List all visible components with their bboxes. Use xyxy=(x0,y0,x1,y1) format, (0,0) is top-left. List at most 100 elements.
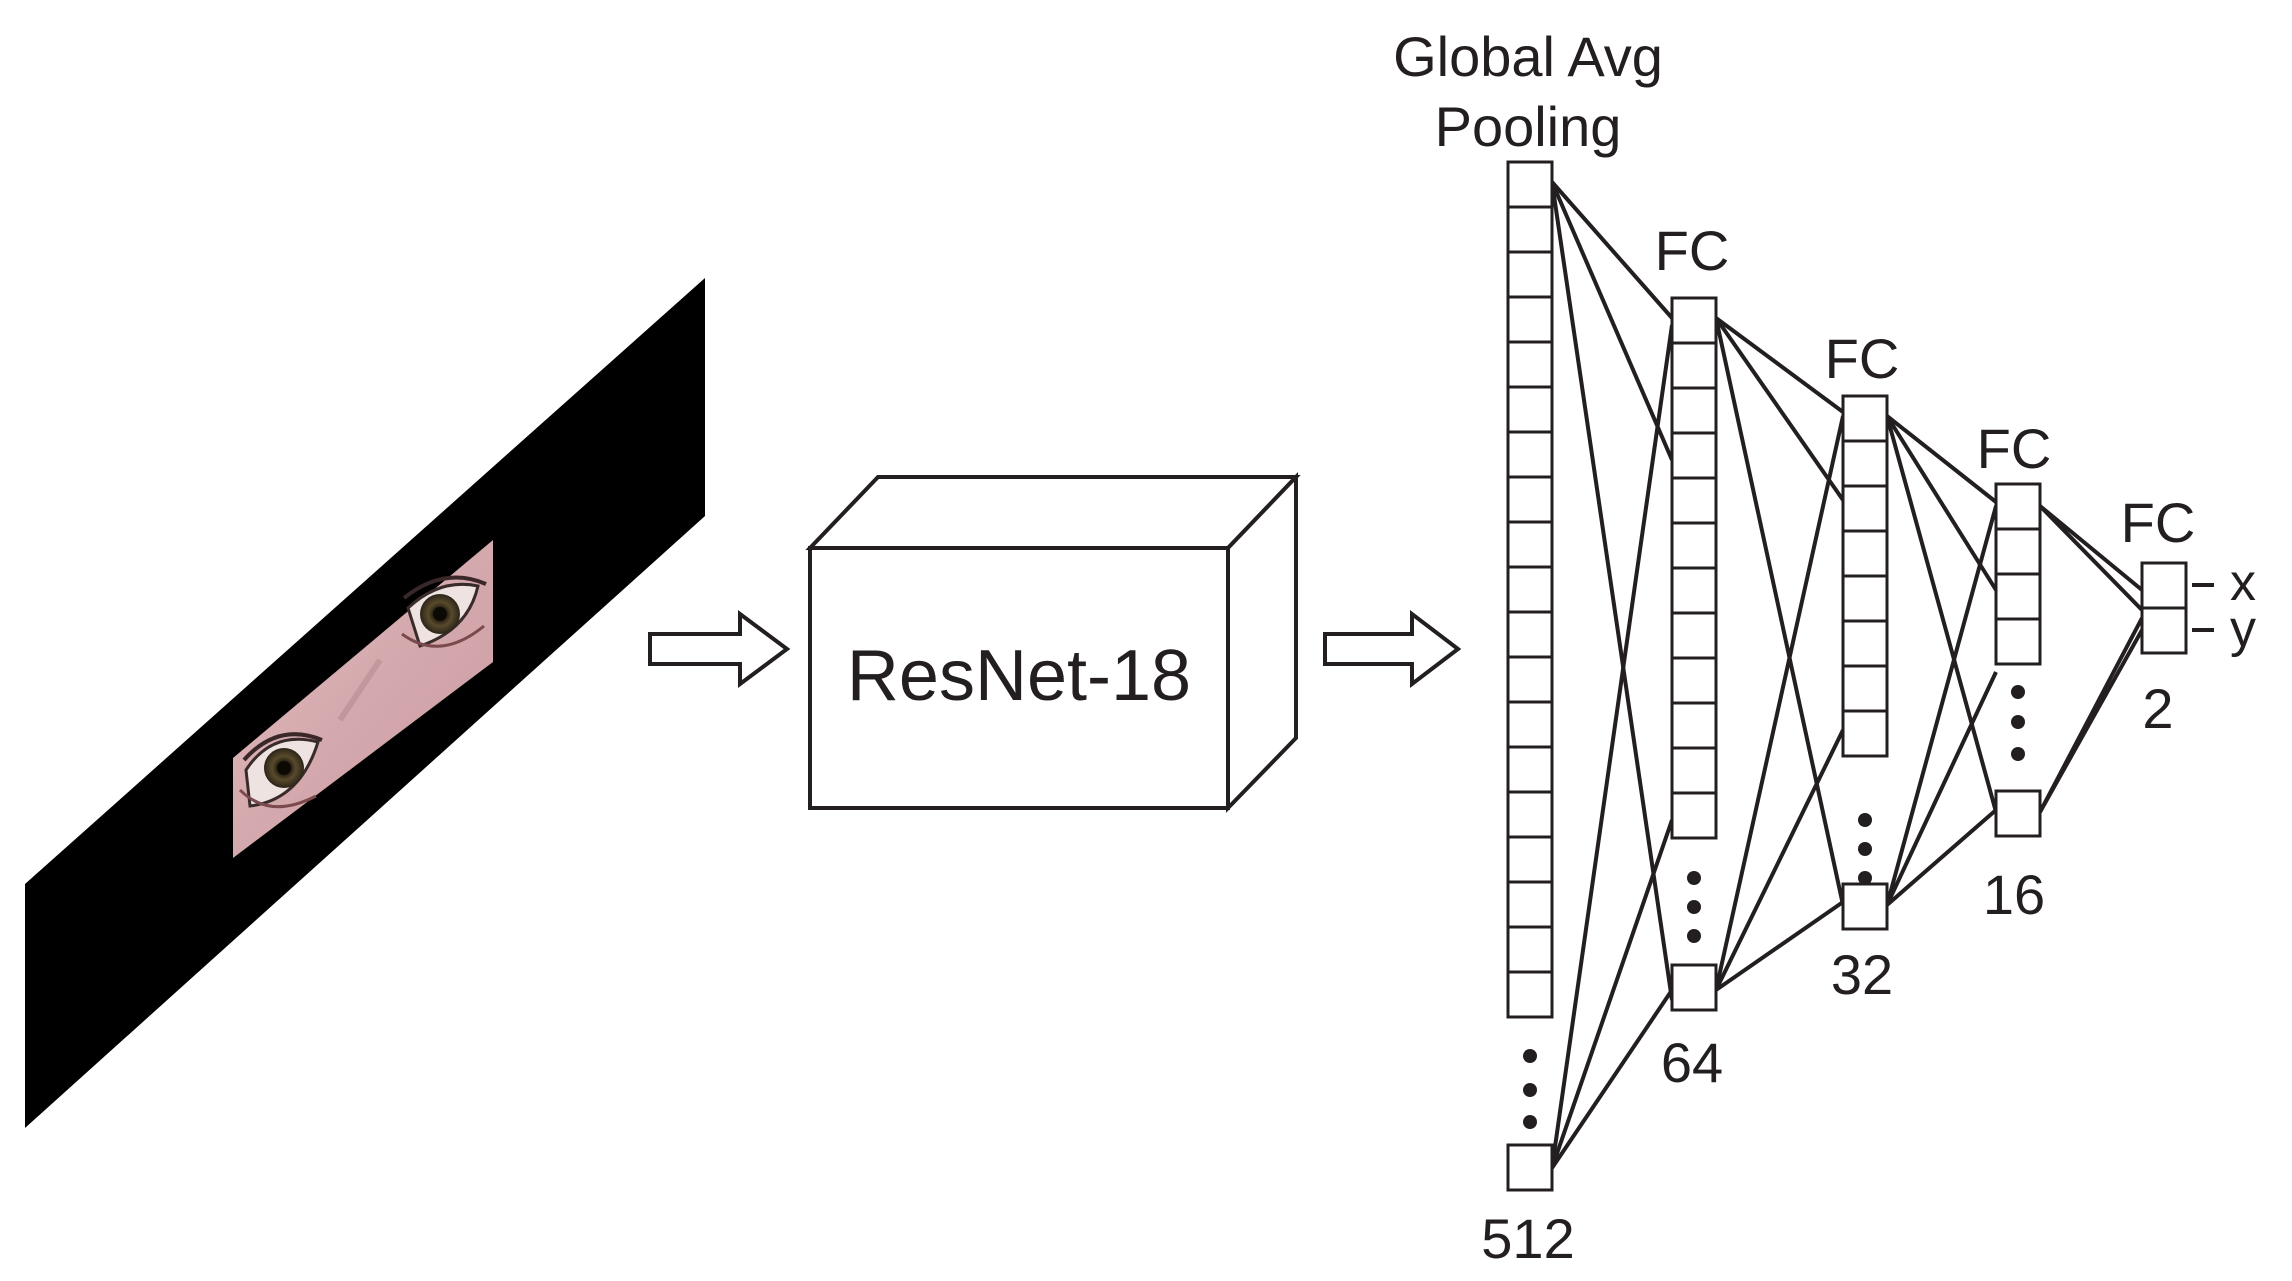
fc1-neuron xyxy=(1670,746,1718,795)
fc2-neuron xyxy=(1841,394,1889,443)
fc2-size-label: 32 xyxy=(1831,943,1893,1006)
pool-neuron xyxy=(1506,880,1554,929)
fc1-neuron xyxy=(1670,476,1718,525)
fc2-ellipsis-dot xyxy=(1858,871,1872,885)
pooling-title-line1: Global Avg xyxy=(1393,25,1663,88)
fc1-neuron xyxy=(1670,611,1718,660)
connection-fc1-fc2 xyxy=(1714,317,1845,906)
fc1-neuron xyxy=(1670,386,1718,435)
fc4-size-label: 2 xyxy=(2142,677,2173,740)
fc1-neuron xyxy=(1670,566,1718,615)
fc2-neuron xyxy=(1841,619,1889,668)
pool-ellipsis-dot xyxy=(1523,1049,1537,1063)
input-to-backbone-arrow xyxy=(648,610,791,688)
pool-neuron xyxy=(1506,610,1554,659)
pool-neuron xyxy=(1506,970,1554,1019)
connection-pool-fc1 xyxy=(1550,181,1674,461)
pool-neuron xyxy=(1506,925,1554,974)
fc1-neuron xyxy=(1670,521,1718,570)
fc1-size-label: 64 xyxy=(1661,1031,1723,1094)
fc1-column xyxy=(1670,296,1718,1012)
fc1-ellipsis-dot xyxy=(1687,929,1701,943)
layer-connections xyxy=(1550,180,2144,1170)
pool-ellipsis-dot xyxy=(1523,1083,1537,1097)
eye-crop-photo xyxy=(233,540,493,858)
pool-neuron xyxy=(1506,250,1554,299)
pool-neuron xyxy=(1506,385,1554,434)
fc2-neuron xyxy=(1841,529,1889,578)
connection-pool-fc1 xyxy=(1550,988,1674,1170)
connection-fc2-fc3 xyxy=(1885,505,1998,906)
connection-fc2-fc3 xyxy=(1885,414,1998,592)
output-y-label: y xyxy=(2230,600,2256,658)
left-eye-icon xyxy=(238,732,323,809)
fc2-neuron xyxy=(1841,664,1889,713)
output-x-label: x xyxy=(2230,554,2256,612)
fc2-ellipsis-dot xyxy=(1858,842,1872,856)
backbone-to-pooling-arrow xyxy=(1323,609,1462,689)
fc1-ellipsis-dot xyxy=(1687,900,1701,914)
connection-fc1-fc2 xyxy=(1714,316,1845,414)
fc3-last-neuron xyxy=(1994,789,2042,838)
input-image xyxy=(25,278,705,1128)
connection-fc2-fc3 xyxy=(1885,808,1998,907)
fc3-size-label: 16 xyxy=(1983,863,2045,926)
connection-fc1-fc2 xyxy=(1714,415,1845,991)
pool-neuron xyxy=(1506,475,1554,524)
pool-neuron xyxy=(1506,340,1554,389)
fc2-title: FC xyxy=(1825,327,1900,390)
fc3-column xyxy=(1994,482,2042,838)
fc2-column xyxy=(1841,394,1889,931)
connection-fc3-fc4 xyxy=(2038,629,2144,813)
pool-last-neuron xyxy=(1506,1143,1554,1192)
fc2-neuron xyxy=(1841,439,1889,488)
fc3-neuron xyxy=(1994,482,2042,531)
fc2-neuron xyxy=(1841,709,1889,758)
resnet-label: ResNet-18 xyxy=(847,636,1191,716)
pool-neuron xyxy=(1506,835,1554,884)
network-layers xyxy=(1506,160,2188,1192)
right-eye-icon xyxy=(401,575,487,648)
fc3-neuron xyxy=(1994,527,2042,576)
pool-ellipsis-dot xyxy=(1523,1115,1537,1129)
pool-neuron xyxy=(1506,205,1554,254)
resnet-front-face xyxy=(808,546,1230,810)
connection-pool-fc1 xyxy=(1550,180,1674,320)
connection-fc1-fc2 xyxy=(1714,729,1845,991)
pooling-size-label: 512 xyxy=(1481,1207,1574,1270)
fc3-neuron xyxy=(1994,617,2042,666)
fc1-neuron xyxy=(1670,296,1718,345)
pool-neuron xyxy=(1506,430,1554,479)
fc4-neuron xyxy=(2140,606,2188,655)
fc1-neuron xyxy=(1670,341,1718,390)
fc1-neuron xyxy=(1670,701,1718,750)
connection-pool-fc1 xyxy=(1550,819,1674,1169)
connection-fc2-fc3 xyxy=(1885,415,1998,813)
fc1-neuron xyxy=(1670,791,1718,840)
fc4-column xyxy=(2140,561,2188,655)
connection-pool-fc1 xyxy=(1550,181,1674,1001)
connection-fc2-fc3 xyxy=(1885,414,1998,504)
pool-neuron xyxy=(1506,745,1554,794)
connection-fc1-fc2 xyxy=(1714,900,1845,992)
connection-fc2-fc3 xyxy=(1885,671,1998,906)
pool-neuron xyxy=(1506,565,1554,614)
pool-neuron xyxy=(1506,295,1554,344)
fc1-ellipsis-dot xyxy=(1687,871,1701,885)
fc1-last-neuron xyxy=(1670,963,1718,1012)
fc1-title: FC xyxy=(1655,219,1730,282)
fc3-title: FC xyxy=(1977,417,2052,480)
fc1-neuron xyxy=(1670,656,1718,705)
fc2-last-neuron xyxy=(1841,882,1889,931)
fc2-neuron xyxy=(1841,484,1889,533)
fc4-neuron xyxy=(2140,561,2188,610)
fc2-neuron xyxy=(1841,574,1889,623)
fc3-ellipsis-dot xyxy=(2011,715,2025,729)
pool-neuron xyxy=(1506,700,1554,749)
resnet-top-face xyxy=(805,475,1301,550)
nose-bridge-shade xyxy=(337,658,383,722)
pool-neuron xyxy=(1506,160,1554,209)
pool-neuron xyxy=(1506,520,1554,569)
